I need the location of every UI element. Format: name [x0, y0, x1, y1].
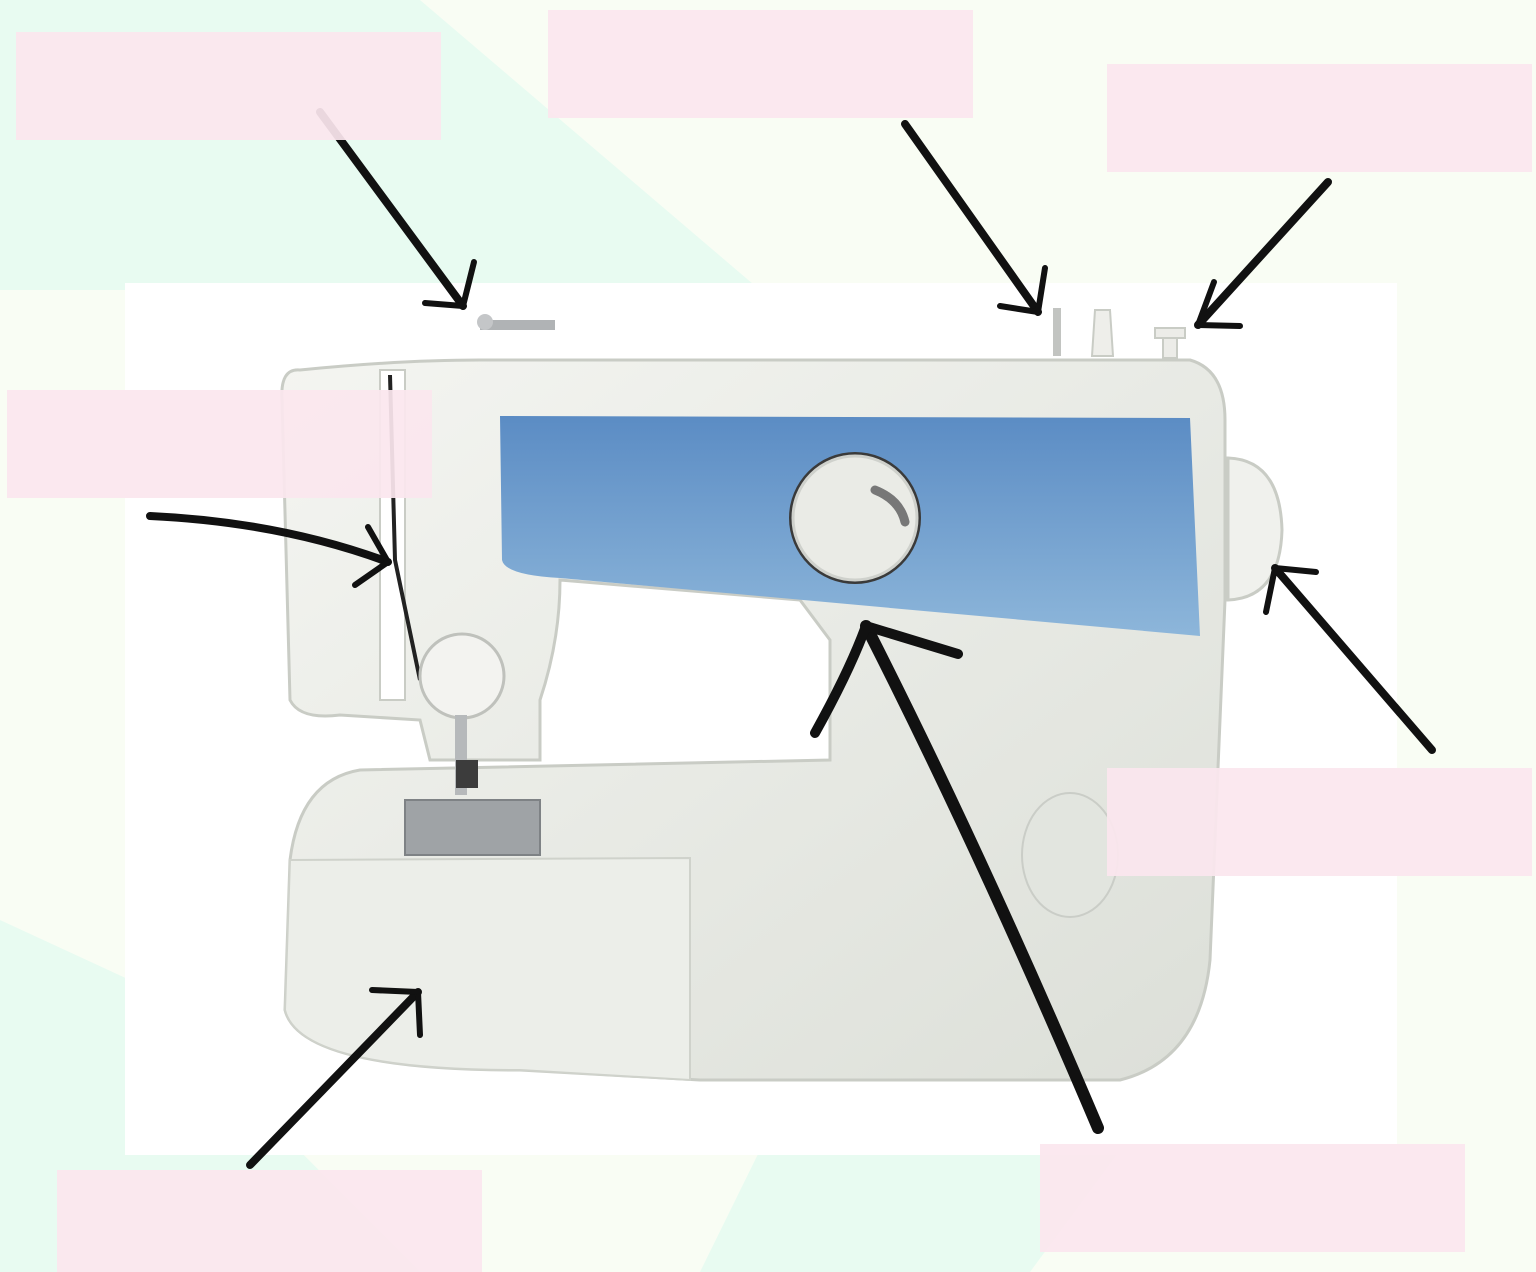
free-arm-cover	[283, 856, 691, 1082]
stitch-selector-dial	[791, 454, 919, 582]
label-bobbin-winder	[1107, 64, 1532, 172]
arrowhead-spool-pin	[997, 265, 1048, 315]
arrow-free-arm	[246, 988, 422, 1169]
label-take-up-lever	[7, 390, 432, 498]
arrow-spool-pin	[901, 120, 1042, 316]
arrowhead-take-up-lever	[352, 524, 391, 588]
thread-guide	[477, 314, 555, 330]
arrows	[146, 108, 1436, 1169]
arrow-take-up-lever	[146, 512, 392, 566]
needle-plate	[404, 799, 541, 856]
arrowhead-free-arm	[369, 987, 423, 1038]
presser-foot	[456, 760, 478, 788]
bobbin-winder	[1154, 327, 1186, 359]
tension-dial	[418, 632, 506, 720]
spool-pin	[1053, 308, 1115, 357]
arrowhead-bobbin-winder	[1195, 279, 1243, 329]
label-thread-guide	[16, 32, 441, 140]
label-free-arm	[57, 1170, 482, 1272]
label-stitch-selector	[1040, 1144, 1465, 1252]
arrowhead-thread-guide	[422, 259, 477, 309]
arrow-bobbin-winder	[1194, 178, 1332, 329]
arrow-handwheel	[1271, 564, 1436, 754]
arrowhead-handwheel	[1263, 565, 1319, 615]
arrow-stitch-selector	[860, 620, 1104, 1134]
arrowhead-stitch-selector	[810, 621, 963, 738]
label-spool-pin	[548, 10, 973, 118]
label-handwheel	[1107, 768, 1532, 876]
side-cover	[1021, 792, 1119, 918]
handwheel	[1226, 456, 1284, 602]
arrow-thread-guide	[316, 108, 467, 310]
